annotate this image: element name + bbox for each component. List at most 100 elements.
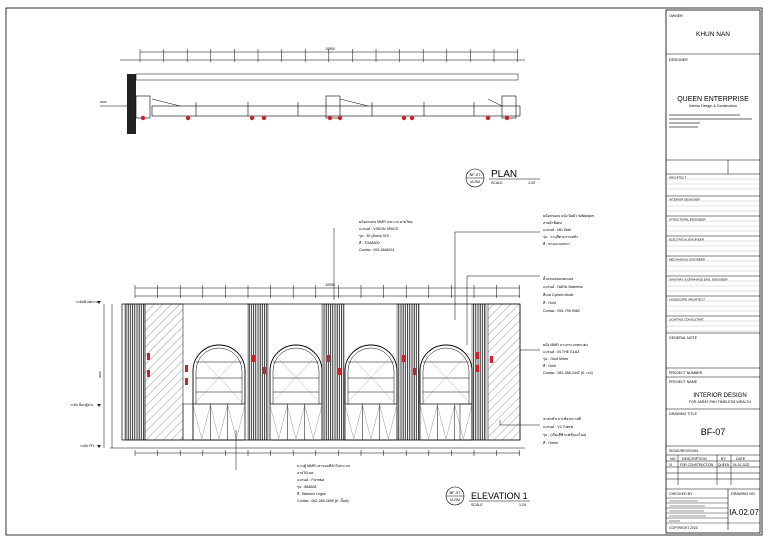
drawing-title-label: DRAWING TITLE: [669, 412, 698, 416]
note-n5-line2: แบรนด์ : VC Fabric: [543, 425, 573, 429]
note-n6-line6: Contac : 062-285-2899 (K. มิ้นท์): [297, 498, 349, 503]
svg-text:ผนัง MMR บานกระจกตกแต่งแบรนด์: ผนัง MMR บานกระจกตกแต่งแบรนด์ : IN THE G…: [543, 343, 593, 375]
rev-row-by: QUEEN: [718, 463, 730, 467]
door-swing-line: [201, 404, 211, 440]
consultant-label: STRUCTURAL ENGINEER: [669, 218, 706, 222]
red-handle-marker: [252, 355, 255, 362]
svg-text:ขาตกตัวเบาะท้องขาวหยิแบรนด์ :: ขาตกตัวเบาะท้องขาวหยิแบรนด์ : VC Fabric ร…: [543, 416, 586, 445]
svg-text:ผนังตกแต่ง MMR cnc แกะลายไทยแบ: ผนังตกแต่ง MMR cnc แกะลายไทยแบรนด์ : VIS…: [359, 219, 412, 252]
red-handle-marker: [476, 365, 479, 372]
title-block: OWNER KHUN NAN DESIGNER QUEEN ENTERPRISE…: [665, 9, 761, 534]
elevation-height-dimension: 3000: [98, 371, 102, 378]
door-swing-line: [287, 404, 297, 440]
door-swing-line: [304, 404, 314, 440]
owner-label: OWNER: [669, 14, 683, 18]
sheet-border: [5, 7, 763, 536]
base-cabinet: [419, 403, 473, 441]
plan-title: PLAN: [491, 169, 517, 180]
consultant-label: ARCHITECT: [669, 176, 686, 180]
plan-marker: [249, 115, 255, 121]
door-swing-line: [419, 404, 429, 440]
glass-diagonal: [272, 352, 320, 403]
plan-door-dividers: [195, 102, 475, 116]
note-n2-line1: ผนังตกแต่ง ผนัง ปิดผิว Wallpaper: [543, 214, 595, 218]
company-contact-lines: [669, 114, 752, 128]
consultant-label: MECHANICAL ENGINEER: [669, 258, 706, 262]
issue-revision-label: ISSUE/REVISION: [669, 449, 698, 453]
project-name-label: PROJECT NAME: [669, 380, 698, 384]
plan-tag-top: BF-07: [470, 172, 482, 177]
elevation-tag-bottom: IA-RM: [450, 498, 460, 502]
note-n1-line2: แบรนด์ : VISION SPACE: [359, 227, 399, 231]
consultant-label: SANITARY & DRAINAGE ENG. ENGINEER: [669, 278, 729, 282]
door-swing-line: [210, 404, 220, 440]
note-n6-line1: บานตู้ MMR เสาขอบสีดำวิปกระจก: [297, 463, 350, 468]
plan-marker: [140, 115, 146, 121]
rev-header-date: DATE: [736, 457, 746, 461]
project-subtitle: FOR JARAT PAH TIMELESS WEALTH: [689, 400, 752, 404]
owner-name: KHUN NAN: [696, 31, 730, 38]
note-n3: คิ้วตกแต่งสแตนเลสแบรนด์ : NARA Stainless…: [543, 276, 583, 313]
designer-label: DESIGNER: [669, 58, 688, 62]
company-tagline: Interior Design & Construction: [689, 104, 737, 108]
checked-rows: [666, 497, 760, 524]
plan-side-dimension: 3000: [100, 100, 107, 104]
door-swing-line: [192, 404, 202, 440]
elevation-scale-value: 1:20: [519, 503, 526, 507]
note-n6: บานตู้ MMR เสาขอบสีดำวิปกระจกลายไม้เนตแบ…: [297, 463, 350, 503]
red-handle-marker: [402, 355, 405, 362]
top-cabinet-level-label: ระดับ ท็อปตู้ล่าง: [70, 401, 94, 407]
door-swing-line: [428, 404, 438, 440]
plan-total-dimension: 10950: [325, 47, 335, 51]
revision-table: [666, 454, 760, 485]
plan-tag-bottom: IA-RM: [470, 180, 480, 184]
plan-marker: [504, 115, 510, 121]
note-leaders: [235, 228, 540, 470]
note-n6-line3: แบรนด์ : Formica: [297, 478, 324, 482]
arch-outline: [269, 344, 323, 404]
plan-title-tag: BF-07 IA-RM PLAN SCALE 1:20: [465, 168, 540, 188]
plan-view: 10950 3000: [100, 47, 525, 134]
right-wall-panel: [487, 303, 521, 441]
door-swing-line: [227, 404, 237, 440]
plan-cabinet-run: [151, 105, 521, 117]
note-n1-line3: รุ่น : 30 (8mm) 019: [359, 234, 389, 239]
door-swing-line: [269, 404, 279, 440]
note-n3-line4: สี : Gold: [543, 300, 556, 305]
rev-row-description: FOR CONSTRUCTION: [680, 463, 714, 467]
elevation-tag-top: BF-07: [450, 490, 462, 495]
door-swing-line: [454, 404, 464, 440]
note-n5: ขาตกตัวเบาะท้องขาวหยิแบรนด์ : VC Fabric ร…: [543, 416, 586, 445]
elevation-red-markers: [147, 352, 493, 385]
red-handle-marker: [147, 353, 150, 360]
elevation-dimension-ticks: [134, 285, 520, 298]
left-wall-panel: [144, 303, 184, 441]
checked-by-label: CHECKED BY: [669, 492, 693, 496]
plan-marker: [261, 115, 267, 121]
note-n1-line5: Contac : 093-9648241: [359, 248, 395, 252]
note-n2-line2: ลายผ้าพิเศษ: [543, 220, 562, 225]
svg-text:คิ้วตกแต่งสแตนเลสแบรนด์ : NARA: คิ้วตกแต่งสแตนเลสแบรนด์ : NARA Stainless…: [543, 276, 583, 313]
red-handle-marker: [327, 355, 330, 362]
note-n5-line1: ขาตกตัวเบาะท้องขาวหยิ: [543, 416, 581, 421]
checked-fill-lines: [669, 500, 706, 522]
elevation-total-dimension: 10950: [325, 283, 335, 287]
note-n2-line4: รุ่น : ระบุสีตามรายหลัง: [543, 234, 578, 240]
note-n2: ผนังตกแต่ง ผนัง ปิดผิว Wallpaper ลายผ้าพิ…: [543, 214, 595, 246]
side-base-cabinet: [182, 403, 194, 441]
elevation-view: 10950 3000 ระดับฝ้าเพดาน ระดับ ท็อปตู้ล่…: [70, 283, 525, 456]
note-n5-line3: รุ่น : (เรียงสีฟ้าแฟชั่นเดโมล): [543, 432, 586, 438]
door-swing-line: [295, 404, 305, 440]
elevation-scale-label: SCALE: [471, 503, 483, 507]
note-n6-line2: ลายไม้เนต: [297, 470, 314, 475]
drawing-title: BF-07: [701, 427, 726, 437]
red-handle-marker: [476, 352, 479, 359]
door-swing-line: [437, 404, 447, 440]
consultant-label: LANDSCAPE ARCHITECT: [669, 298, 705, 302]
note-n3-line5: Contac : 094-795-9982: [543, 309, 580, 313]
ceiling-level-label: ระดับฝ้าเพดาน: [76, 300, 98, 304]
arch-inner: [347, 347, 395, 404]
striped-column: [124, 303, 146, 441]
door-swing-line: [278, 404, 288, 440]
plan-scale-label: SCALE: [491, 181, 503, 185]
